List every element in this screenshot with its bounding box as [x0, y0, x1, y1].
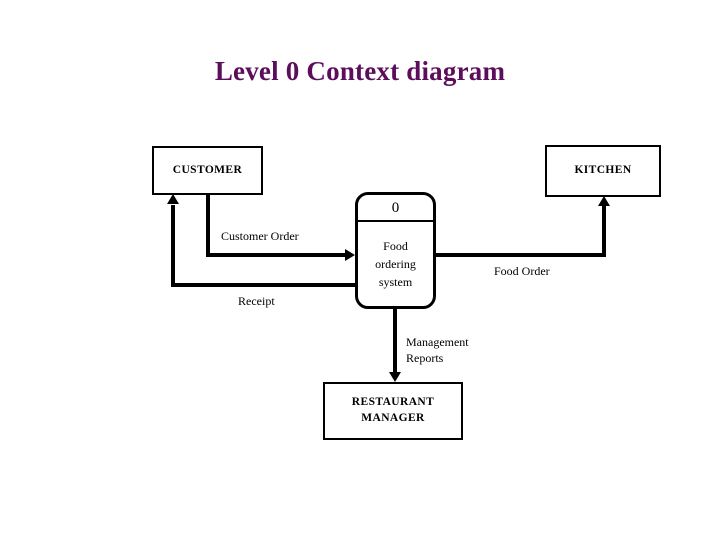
flow-label-food-order: Food Order — [494, 264, 550, 278]
entity-restaurant-manager-label-line1: RESTAURANT — [351, 396, 435, 409]
flow-label-receipt: Receipt — [238, 294, 275, 308]
flow-receipt-vertical — [171, 205, 175, 287]
entity-restaurant-manager[interactable]: RESTAURANT MANAGER — [323, 382, 463, 440]
page-title: Level 0 Context diagram — [214, 56, 506, 86]
flow-management-reports-vertical — [393, 305, 397, 375]
flow-management-reports-arrowhead — [389, 372, 401, 382]
flow-label-management-reports: Management Reports — [406, 334, 486, 366]
entity-kitchen[interactable]: KITCHEN — [545, 145, 661, 197]
flow-label-management-reports-line2: Reports — [406, 351, 444, 366]
flow-food-order-vertical — [602, 206, 606, 257]
process-name-line1: Food — [383, 239, 408, 253]
flow-customer-order-horizontal — [206, 253, 346, 257]
flow-customer-order-arrowhead — [345, 249, 355, 261]
entity-restaurant-manager-label: RESTAURANT MANAGER — [352, 395, 434, 426]
process-food-ordering-system[interactable]: 0 Food ordering system — [355, 192, 436, 309]
process-divider — [358, 220, 433, 222]
flow-customer-order-vertical — [206, 194, 210, 257]
flow-receipt-horizontal — [171, 283, 361, 287]
entity-kitchen-label: KITCHEN — [574, 164, 632, 177]
process-name-text: Food ordering system — [375, 237, 416, 291]
flow-food-order-horizontal — [433, 253, 606, 257]
process-name-line3: system — [378, 275, 413, 289]
process-name: Food ordering system — [358, 222, 433, 306]
entity-restaurant-manager-label-line2: MANAGER — [361, 412, 425, 424]
flow-food-order-arrowhead — [598, 196, 610, 206]
entity-customer[interactable]: CUSTOMER — [152, 146, 263, 195]
flow-label-customer-order: Customer Order — [221, 229, 299, 243]
entity-customer-label: CUSTOMER — [172, 163, 243, 176]
flow-receipt-arrowhead — [167, 194, 179, 204]
process-name-line2: ordering — [375, 257, 416, 271]
process-number: 0 — [391, 200, 400, 216]
flow-label-management-reports-line1: Management — [406, 335, 469, 349]
